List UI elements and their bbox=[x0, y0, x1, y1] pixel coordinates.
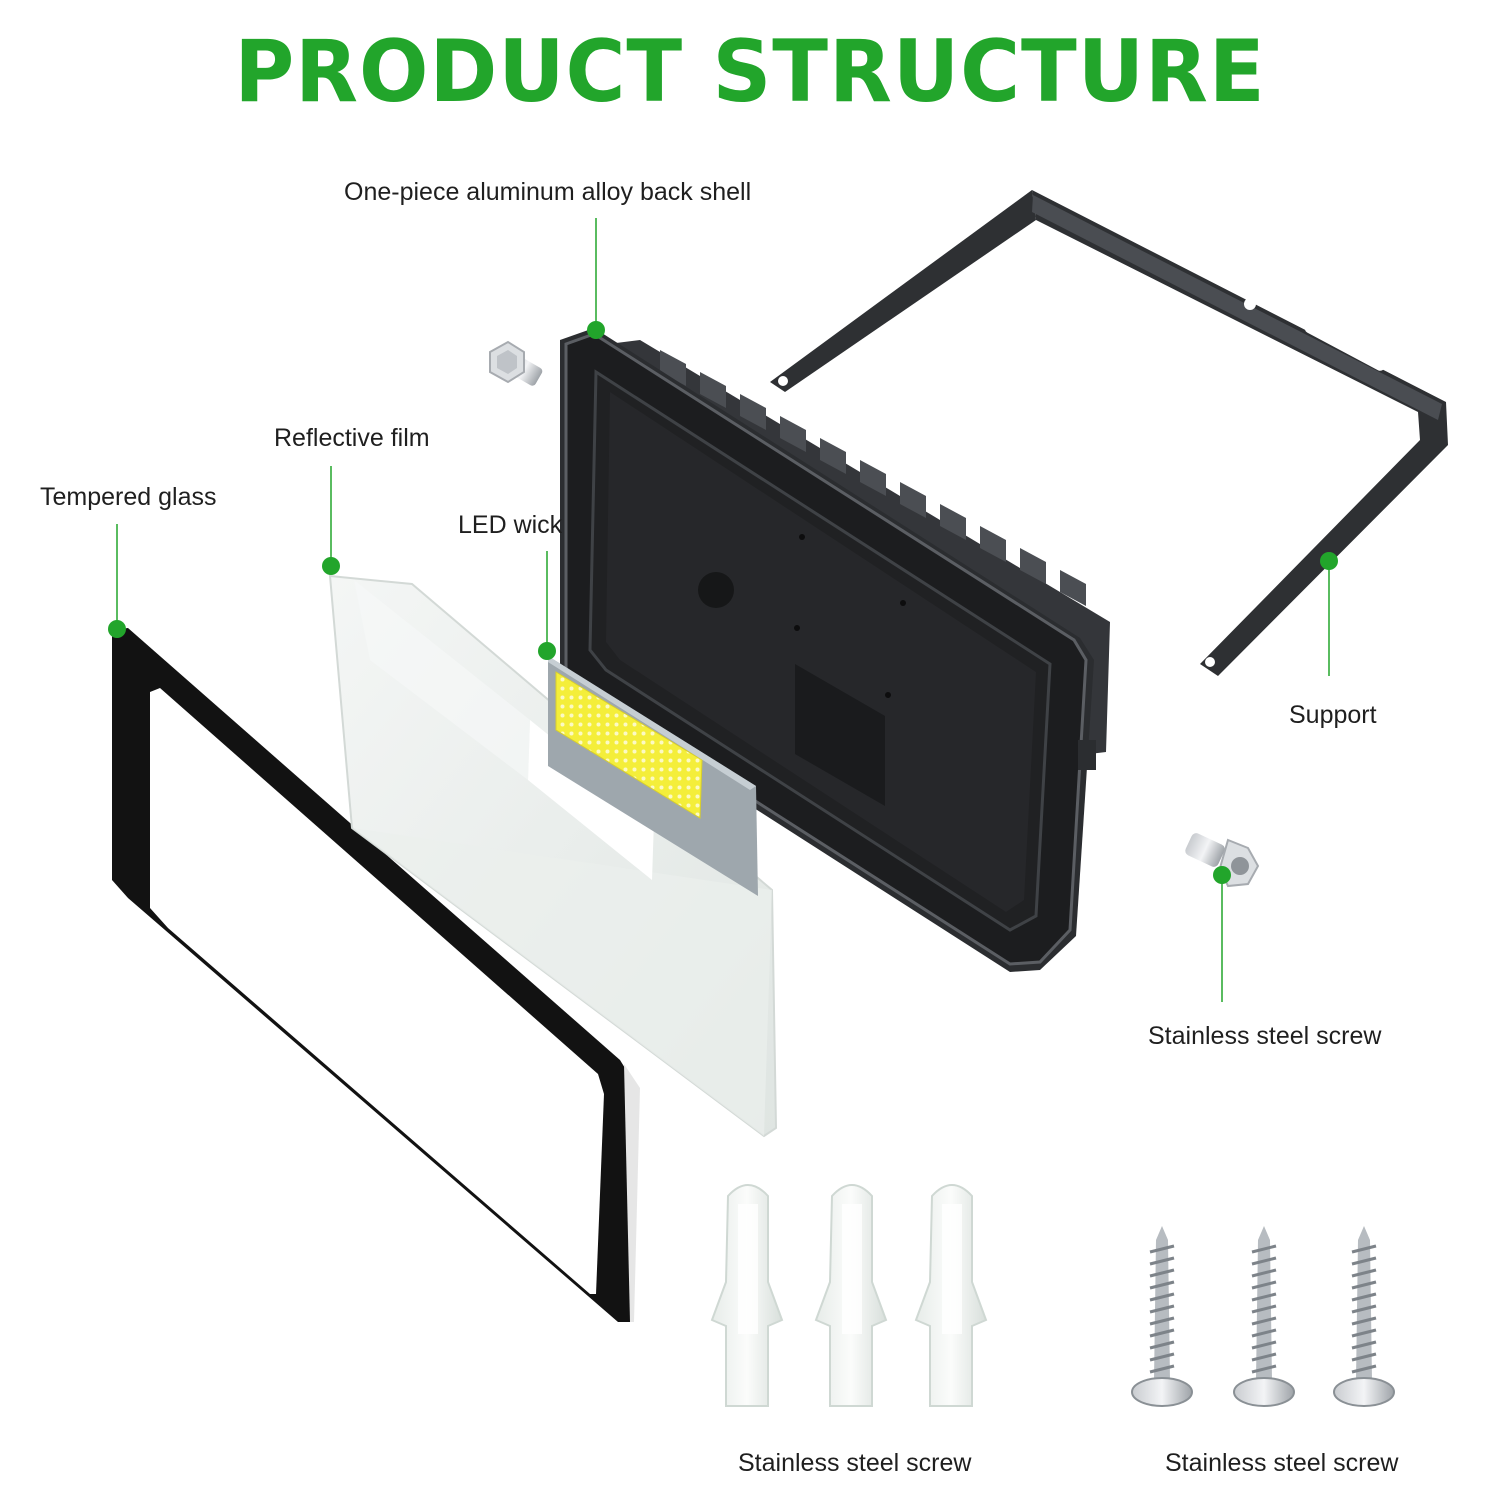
tempered-glass bbox=[112, 628, 640, 1322]
tapping-screw bbox=[1233, 1226, 1295, 1407]
label-tempered-glass: Tempered glass bbox=[40, 483, 217, 511]
dot-screw-right bbox=[1213, 866, 1231, 884]
wall-anchors bbox=[710, 1184, 988, 1407]
page-title: PRODUCT STRUCTURE bbox=[234, 22, 1266, 122]
tapping-screw bbox=[1131, 1226, 1193, 1407]
led-wick bbox=[548, 656, 758, 896]
wall-anchor bbox=[814, 1184, 888, 1407]
dot-tempered-glass bbox=[108, 620, 126, 638]
callout-leaders bbox=[108, 218, 1338, 1002]
tapping-screws bbox=[1131, 1226, 1395, 1407]
label-back-shell: One-piece aluminum alloy back shell bbox=[344, 178, 752, 206]
bracket-support bbox=[770, 190, 1448, 676]
dot-reflective-film bbox=[322, 557, 340, 575]
wall-anchor bbox=[914, 1184, 988, 1407]
label-screw-right: Stainless steel screw bbox=[1148, 1022, 1382, 1050]
label-screws-bottom: Stainless steel screw bbox=[1165, 1449, 1399, 1477]
tapping-screw bbox=[1333, 1226, 1395, 1407]
hex-screw-top bbox=[489, 340, 543, 386]
label-reflective-film: Reflective film bbox=[274, 424, 430, 452]
label-anchors: Stainless steel screw bbox=[738, 1449, 972, 1477]
dot-led-wick bbox=[538, 642, 556, 660]
dot-back-shell bbox=[587, 321, 605, 339]
one-piece-aluminum-back-shell bbox=[560, 328, 1110, 972]
label-led-wick: LED wick bbox=[458, 511, 563, 539]
wall-anchor bbox=[710, 1184, 784, 1407]
label-support: Support bbox=[1289, 701, 1377, 729]
dot-support bbox=[1320, 552, 1338, 570]
heat-sink-fins bbox=[660, 350, 1086, 606]
